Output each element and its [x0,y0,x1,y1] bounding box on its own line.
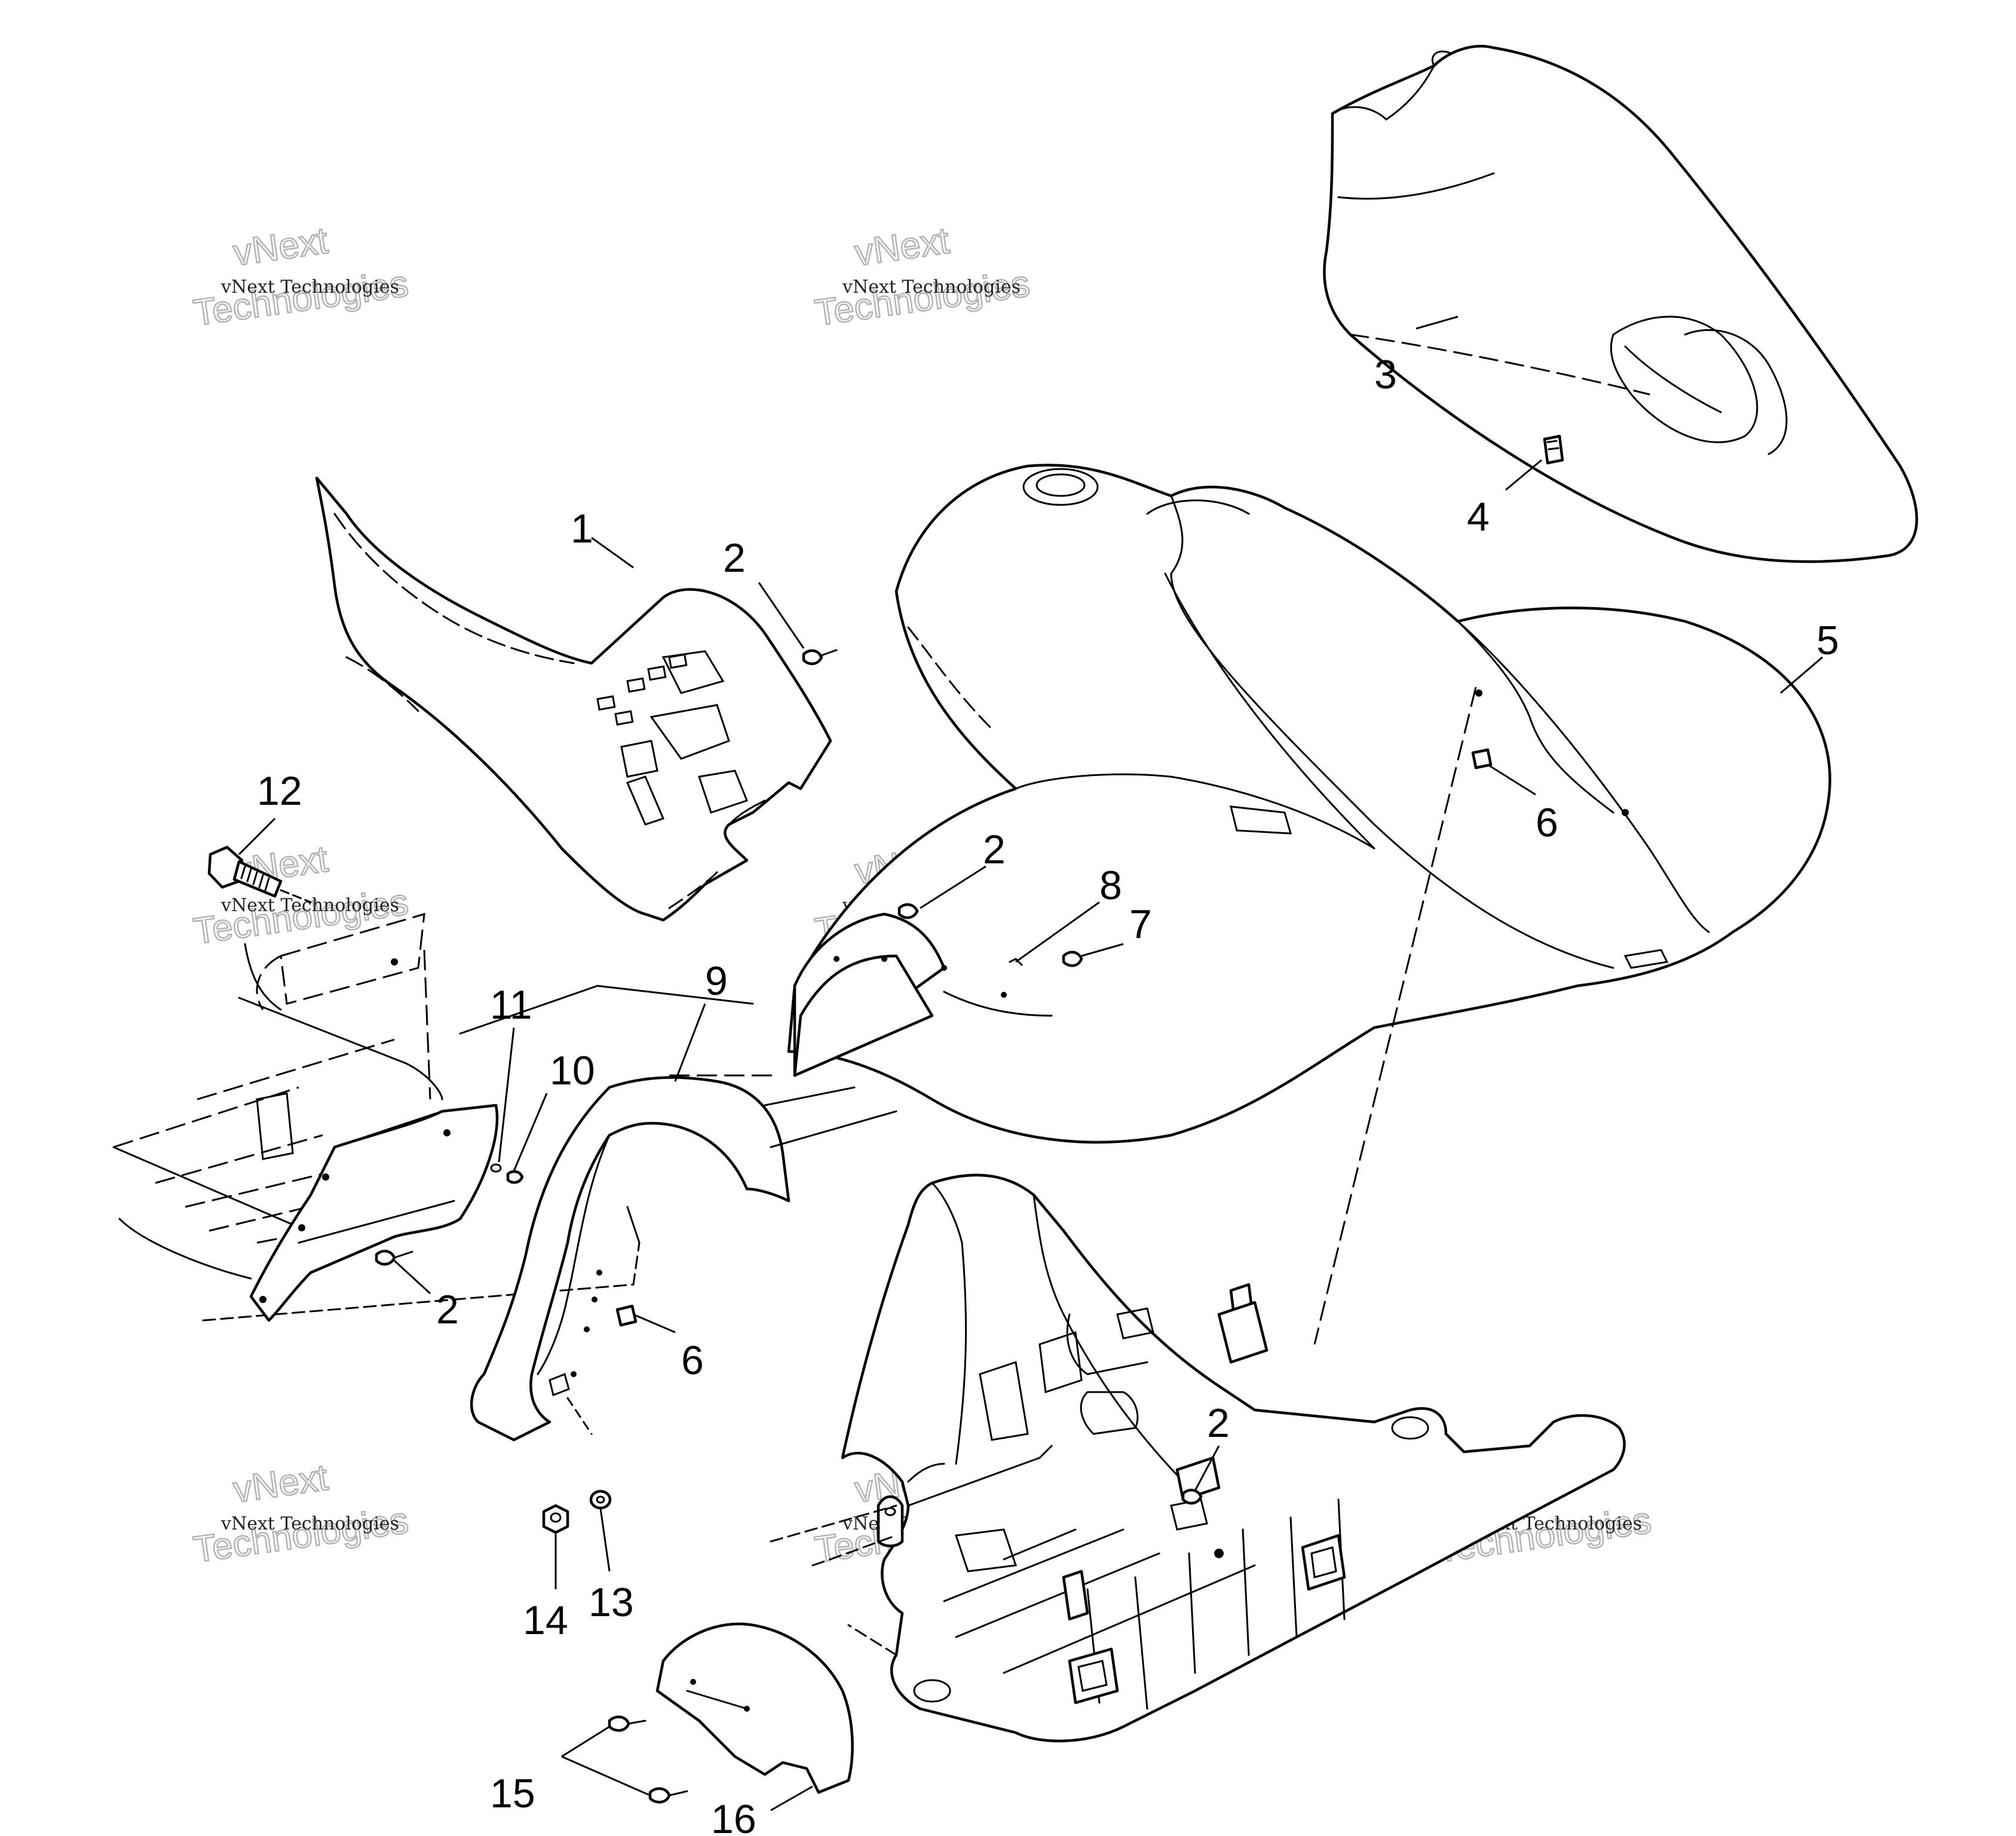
part-1-side-panel [315,476,832,922]
part-9-fender-strip [470,1076,791,1442]
part-5-rear-fender [787,464,1831,1144]
callout-2a: 2 [723,535,746,581]
washer-13 [589,1489,612,1510]
callout-2b: 2 [983,827,1006,872]
screw-15a [608,1715,630,1732]
svg-text:Technologies: Technologies [191,881,411,952]
callout-16: 16 [711,1797,756,1836]
screw-2d [1181,1488,1203,1505]
callout-7: 7 [1129,902,1152,947]
callout-9: 9 [705,958,728,1004]
screw-15b [648,1787,671,1804]
svg-text:Technologies: Technologies [813,263,1032,334]
svg-text:vNext Technologies: vNext Technologies [220,277,399,298]
svg-text:vNext: vNext [231,220,330,274]
screw-2b [897,903,919,919]
nut-7 [1062,951,1083,967]
callout-1: 1 [571,506,593,551]
frame-chassis [770,1173,1626,1743]
watermark-top-center: vNext Technologies vNext Technologies [811,219,1033,335]
callout-numbers: 1 2 3 4 5 12 2 8 6 7 9 11 10 2 6 2 14 13… [257,352,1839,1836]
callout-14: 14 [523,1598,568,1643]
callout-4: 4 [1467,494,1490,540]
callout-3: 3 [1374,352,1397,397]
watermark-bottom-left: vNext Technologies vNext Technologies [190,1456,412,1571]
callout-12: 12 [257,768,302,814]
callout-15: 15 [490,1771,535,1816]
screw-2a [802,649,823,666]
callout-8: 8 [1099,863,1122,908]
svg-text:vNext: vNext [231,1457,330,1510]
washer-11 [490,1163,502,1173]
hardware [375,649,1203,1804]
part-16-lower-flap [655,1622,854,1794]
svg-text:vNext: vNext [852,220,952,274]
callout-5: 5 [1816,618,1839,663]
callout-11: 11 [490,982,532,1028]
svg-text:Technologies: Technologies [191,1500,411,1571]
clip-6b [615,1304,638,1327]
nut-10 [506,1170,524,1184]
callout-leaders [238,315,1823,1812]
callout-2d: 2 [1207,1400,1230,1446]
svg-text:vNext Technologies: vNext Technologies [220,895,399,916]
callout-10: 10 [550,1048,595,1093]
assembly-lines [459,686,1477,1345]
screw-2c [375,1249,396,1266]
svg-text:vNext Technologies: vNext Technologies [842,277,1021,298]
nut-14 [542,1504,569,1534]
part-4-clip [1543,434,1564,465]
callout-2c: 2 [436,1287,459,1332]
svg-text:Technologies: Technologies [191,263,411,334]
svg-text:vNext Technologies: vNext Technologies [220,1513,399,1534]
part-3-seat-cover [1323,45,1919,563]
callout-13: 13 [589,1580,634,1625]
callout-6a: 6 [1536,800,1558,845]
left-front-flap [249,1104,499,1322]
watermark-mid-left: vNext Technologies vNext Technologies [190,838,412,953]
part-12-bolt [207,845,312,903]
watermark-top-left: vNext Technologies vNext Technologies [190,219,412,335]
callout-6b: 6 [681,1338,704,1383]
